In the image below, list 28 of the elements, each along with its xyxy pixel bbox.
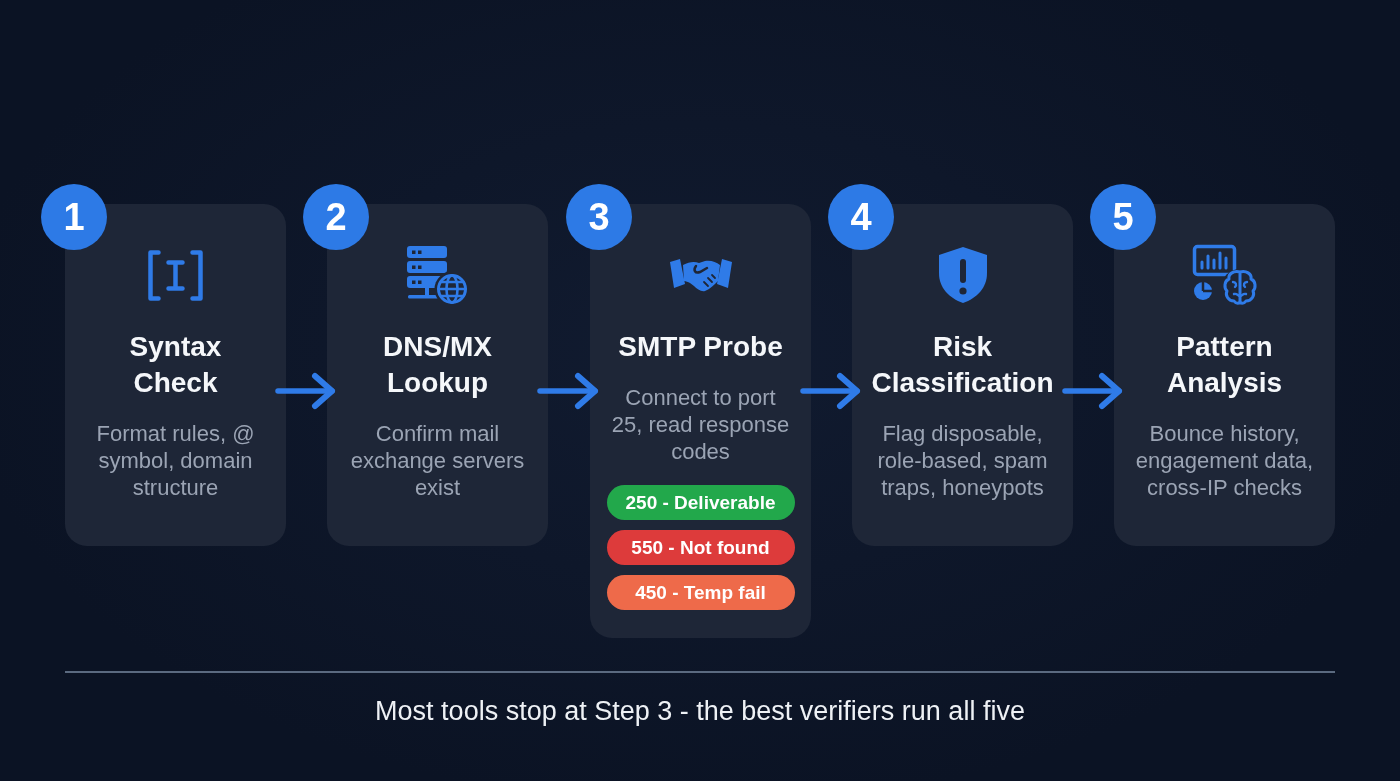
step-description: Connect to port 25, read response codes xyxy=(610,384,791,465)
arrow xyxy=(1062,373,1122,409)
step-description: Format rules, @ symbol, domain structure xyxy=(95,420,256,501)
step-number-circle: 2 xyxy=(303,184,369,250)
step-title: SMTP Probe xyxy=(618,330,783,364)
step-number-circle: 4 xyxy=(828,184,894,250)
step-description: Confirm mail exchange servers exist xyxy=(349,420,526,501)
step-card xyxy=(590,204,811,638)
arrow xyxy=(537,373,598,409)
arrow xyxy=(800,373,860,409)
step-card xyxy=(852,204,1073,546)
step-title: DNS/MX Lookup xyxy=(383,330,492,400)
response-code-tag: 550 - Not found xyxy=(606,530,795,565)
step-title: Pattern Analysis xyxy=(1166,330,1283,400)
step-number-circle: 1 xyxy=(41,184,107,250)
step-number-circle: 5 xyxy=(1090,184,1156,250)
step-number-circle: 3 xyxy=(566,184,632,250)
step-card xyxy=(327,204,548,546)
step-title: Risk Classification xyxy=(871,330,1054,400)
response-code-tag: 450 - Temp fail xyxy=(606,575,795,610)
response-code-tag: 250 - Deliverable xyxy=(606,485,795,520)
step-title: Syntax Check xyxy=(129,330,222,400)
arrow xyxy=(275,373,335,409)
step-description: Flag disposable, role-based, spam traps, honeypots xyxy=(876,420,1049,501)
step-description: Bounce history, engagement data, cross-IP checks xyxy=(1134,420,1315,501)
step-card xyxy=(1114,204,1335,546)
step-card xyxy=(65,204,286,546)
caption: Most tools stop at Step 3 - the best verifiers run all five xyxy=(375,695,1025,728)
